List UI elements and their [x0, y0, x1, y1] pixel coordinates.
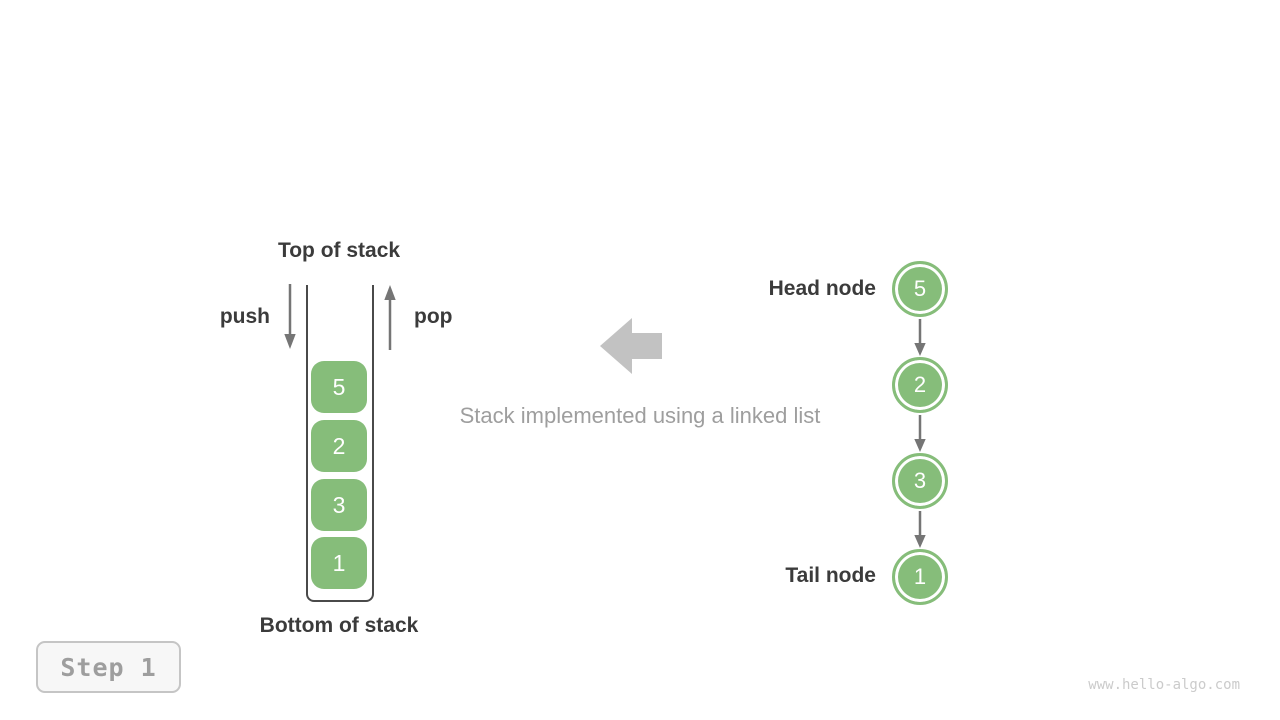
stack-item: 3	[311, 479, 367, 531]
bottom-of-stack-label: Bottom of stack	[259, 614, 419, 637]
tail-node-label: Tail node	[785, 564, 876, 587]
list-connector-arrow-icon	[914, 511, 926, 548]
push-down-arrow-icon	[284, 284, 296, 349]
stack-item: 1	[311, 537, 367, 589]
pop-up-arrow-icon	[384, 285, 396, 350]
head-node-label: Head node	[768, 277, 876, 300]
top-of-stack-label: Top of stack	[277, 239, 401, 262]
pop-label: pop	[414, 305, 453, 328]
linked-list-node: 3	[892, 453, 948, 509]
stack-container: 5 2 3 1	[306, 285, 374, 602]
list-connector-arrow-icon	[914, 415, 926, 452]
step-badge: Step 1	[36, 641, 181, 693]
stack-item: 5	[311, 361, 367, 413]
stack-item: 2	[311, 420, 367, 472]
figure-caption: Stack implemented using a linked list	[459, 403, 821, 428]
push-label: push	[219, 305, 270, 328]
list-connector-arrow-icon	[914, 319, 926, 356]
linked-list-node: 2	[892, 357, 948, 413]
watermark: www.hello-algo.com	[1088, 677, 1240, 693]
linked-list-node: 5	[892, 261, 948, 317]
linked-list-node: 1	[892, 549, 948, 605]
left-block-arrow-icon	[600, 318, 662, 374]
